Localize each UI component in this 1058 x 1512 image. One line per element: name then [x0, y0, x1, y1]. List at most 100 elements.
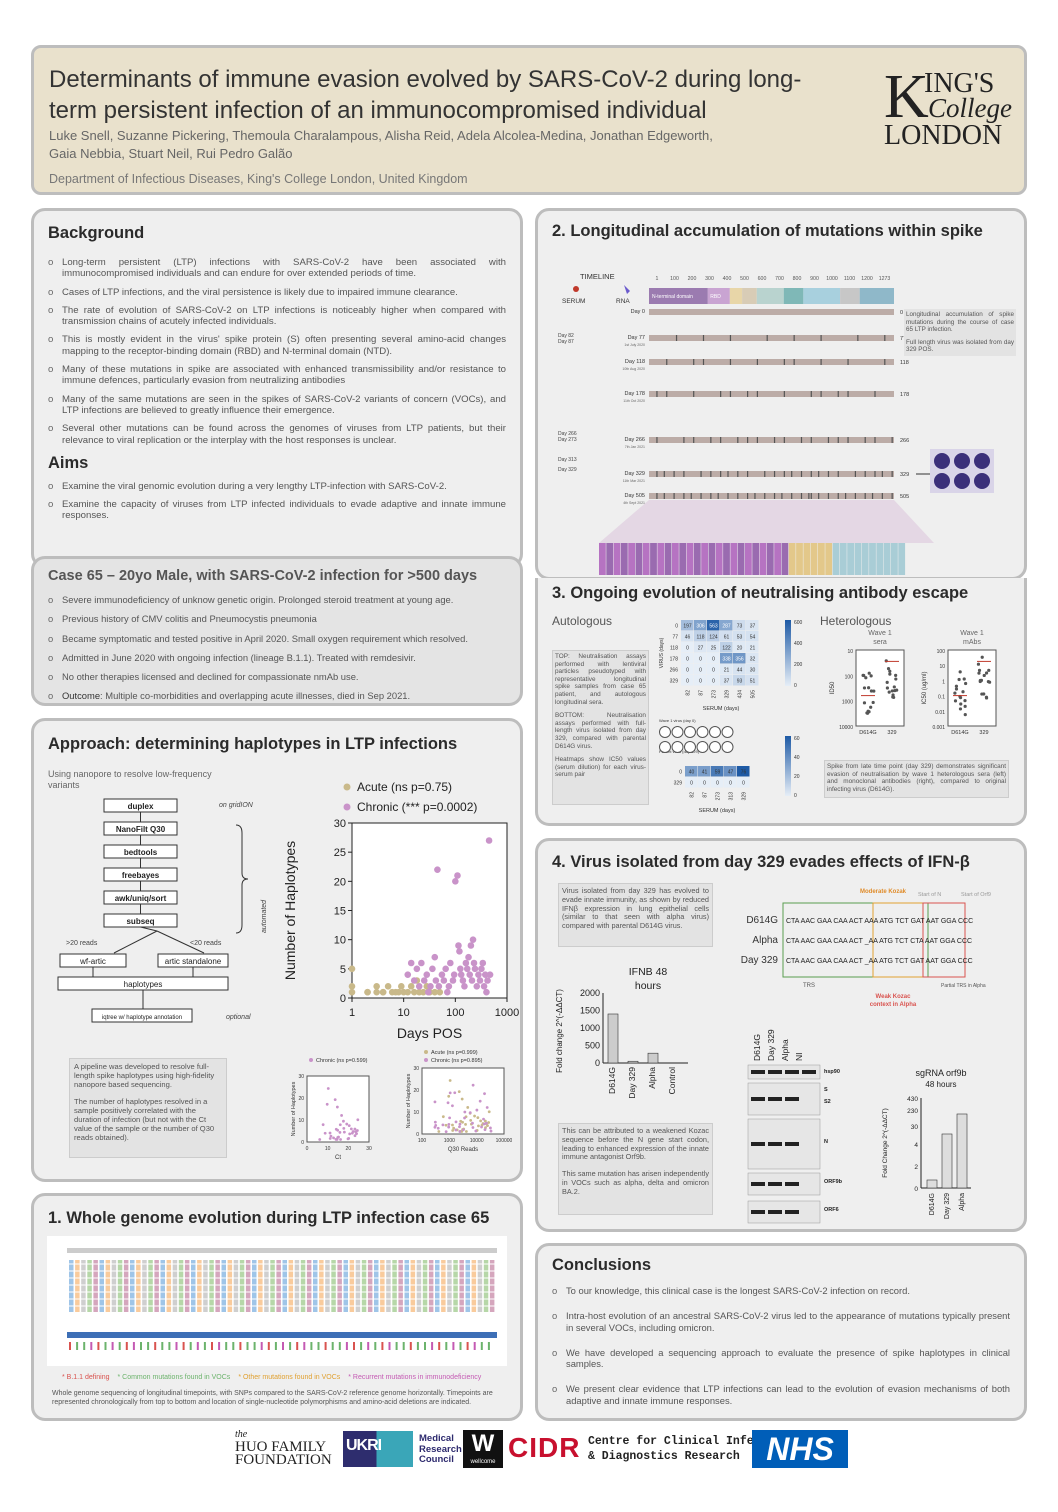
timepoint-date: 11th Oct 2020 — [623, 399, 645, 403]
mutation-mark — [104, 1342, 107, 1350]
mutation-label-cell — [730, 543, 738, 575]
heatmap-value: 73 — [737, 624, 743, 630]
small-scatter-point — [335, 1105, 339, 1109]
mutation-mark — [161, 1342, 164, 1350]
snp-column — [398, 1260, 403, 1312]
heatmap-value: 25 — [711, 646, 717, 652]
residue-scale-tick: 200 — [688, 276, 697, 282]
small-x-tick: 20 — [346, 1146, 352, 1152]
mutation-tick — [871, 493, 874, 499]
snp-column — [215, 1260, 220, 1312]
heatmap-color-scale — [785, 620, 791, 686]
small-scatter-point — [477, 1124, 480, 1128]
residue-scale-tick: 1 — [656, 276, 659, 282]
heatmap-cell — [720, 620, 733, 631]
heatmap-cell — [707, 664, 720, 675]
mutation-tick — [663, 493, 665, 499]
heatmap-row-label: 178 — [670, 657, 679, 663]
mutation-tick — [837, 391, 839, 397]
heatmap-cell — [694, 664, 707, 675]
conclusions-panel: Conclusions To our knowledge, this clini… — [535, 1243, 1027, 1421]
wb-lane-label: NI — [794, 1053, 804, 1062]
iqtree-label: iqtree w/ haplotype annotation — [102, 1015, 182, 1021]
mutation-mark — [189, 1342, 192, 1350]
small-scatter-point — [458, 1125, 461, 1129]
mutation-mark — [303, 1342, 306, 1350]
mutation-tick — [810, 391, 812, 397]
mutation-tick — [720, 437, 722, 443]
small-scatter-point — [482, 1122, 486, 1126]
small-scatter-point — [461, 1128, 465, 1132]
small-y-tick: 20 — [413, 1088, 419, 1094]
mutation-tick — [710, 437, 712, 443]
small-scatter-point — [466, 1106, 470, 1109]
het-y-label: ID50 — [830, 681, 836, 694]
heatmap-cell — [746, 642, 759, 653]
mutation-tick — [737, 493, 739, 499]
ukri-logo: UKRI — [343, 1431, 413, 1467]
snp-column — [349, 1260, 355, 1312]
conclusion-bullet-2: We have developed a sequencing approach … — [552, 1347, 1010, 1370]
mutation-label-cell — [737, 543, 745, 575]
spike-domain-block — [707, 288, 730, 304]
het-point — [958, 707, 963, 711]
heatmap-cell — [694, 675, 707, 686]
trs-box — [782, 902, 929, 978]
het-y-tick: 1 — [942, 679, 945, 685]
mutation-tick — [783, 359, 785, 365]
heatmap2-col-label: 313 — [729, 792, 735, 801]
scatter-point — [486, 971, 494, 978]
sg-y-tick: 4 — [914, 1142, 918, 1149]
mutation-label-cell — [759, 543, 767, 575]
scatter-point — [407, 983, 415, 990]
mutation-tick — [756, 437, 758, 443]
mutation-label-cell — [788, 543, 796, 575]
mutation-tick — [891, 471, 893, 477]
snp-column — [148, 1260, 153, 1312]
snp-column — [337, 1260, 342, 1312]
small-plot-area — [306, 1075, 370, 1143]
heatmap-value: 21 — [724, 668, 730, 674]
het-point — [871, 700, 875, 705]
mutation-tick — [710, 493, 712, 499]
heatmap-row-label: 118 — [670, 646, 678, 652]
scatter-point — [457, 965, 464, 973]
heatmap2-row-label: 0 — [679, 770, 682, 776]
timepoint-day: 178 — [900, 392, 909, 398]
mutation-mark — [90, 1342, 93, 1350]
mutation-label-cell — [715, 543, 723, 575]
mutation-label-cell — [839, 543, 847, 575]
mutation-tick — [793, 335, 795, 341]
small-scatter-point — [338, 1123, 342, 1127]
het-point — [977, 668, 982, 672]
small-scatter-point — [448, 1116, 452, 1120]
mutation-mark — [211, 1342, 213, 1350]
het-x-label: D614G — [859, 730, 876, 736]
plaque-well — [934, 453, 950, 469]
scatter-point — [423, 971, 431, 978]
mutation-mark — [487, 1342, 490, 1350]
mutation-mark — [445, 1342, 448, 1350]
small-scatter-point — [328, 1137, 332, 1140]
small-y-tick: 10 — [413, 1110, 419, 1116]
ccid-logo: Centre for Clinical Infection & Diagnost… — [588, 1435, 789, 1463]
mutation-tick — [845, 493, 847, 499]
het-point — [887, 690, 891, 694]
mutation-tick — [673, 493, 675, 499]
wb-blot-panel — [747, 1064, 821, 1080]
snp-column — [447, 1260, 452, 1312]
background-bullet-5: Many of the same mutations are seen in t… — [48, 394, 506, 417]
snp-column — [239, 1260, 245, 1312]
approach-title: Approach: determining haplotypes in LTP … — [48, 735, 458, 753]
heatmap-cell — [733, 620, 746, 631]
het-plot-title: Wave 1 — [868, 630, 892, 637]
snp-column — [477, 1260, 483, 1312]
mutation-mark — [310, 1342, 313, 1350]
snp-column — [245, 1260, 251, 1312]
het-point — [872, 689, 876, 693]
spike-timepoint-bar — [649, 335, 894, 341]
case-panel: Case 65 – 20yo Male, with SARS-CoV-2 inf… — [31, 556, 523, 706]
small-scatter-point — [468, 1111, 472, 1115]
timepoint-date: 1st July 2020 — [624, 343, 645, 347]
